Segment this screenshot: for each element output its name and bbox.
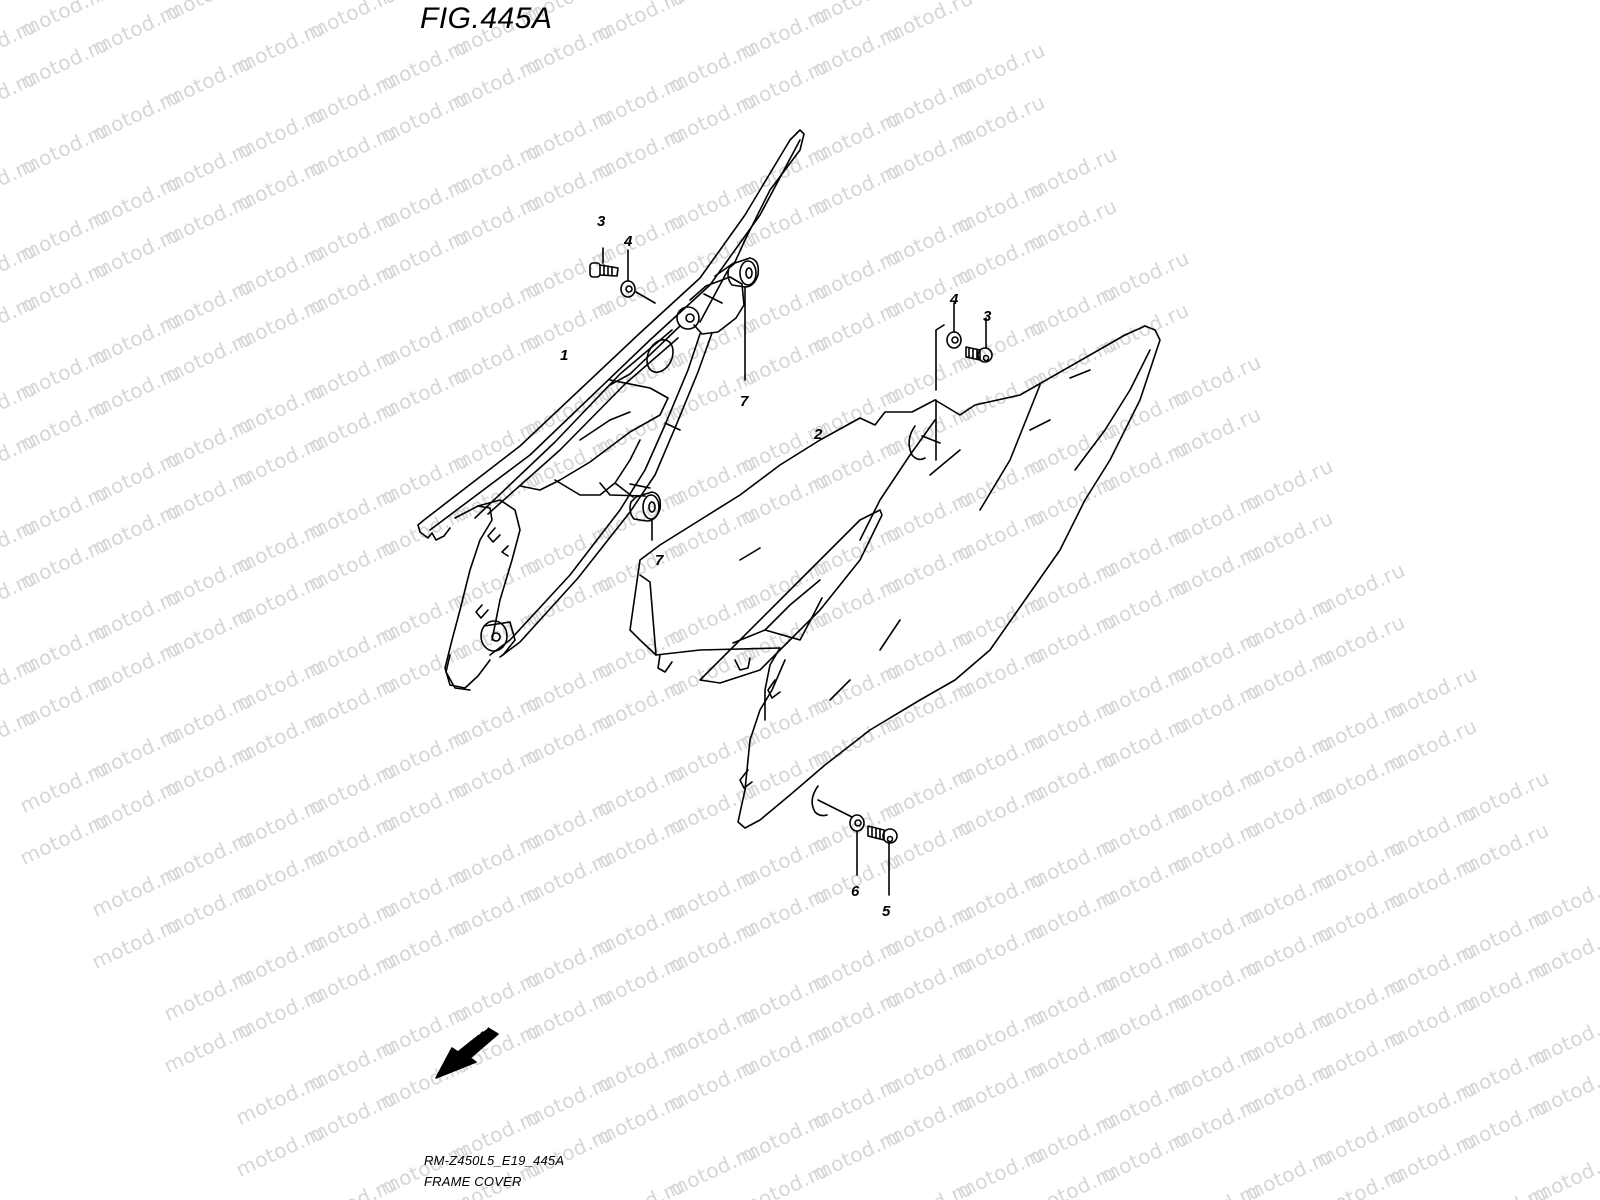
callout-4-upper: 4 [624, 233, 633, 250]
bolt-3-right [965, 317, 993, 363]
washer-4-upper [620, 249, 656, 304]
callout-7-lower: 7 [655, 552, 664, 569]
figure-title: FIG.445A [420, 2, 553, 35]
callout-2: 2 [814, 426, 823, 443]
callout-1: 1 [560, 347, 569, 364]
callout-5: 5 [882, 903, 891, 920]
bolt-3-upper [589, 247, 619, 278]
washer-4-right [946, 302, 962, 349]
washer-6 [849, 814, 865, 876]
callout-7-upper: 7 [740, 393, 749, 410]
callout-3-right: 3 [983, 308, 992, 325]
side-cover-part-2 [629, 324, 1161, 829]
callout-3-upper: 3 [597, 213, 606, 230]
cushion-7-lower [614, 482, 662, 541]
fwd-arrow-icon [435, 1027, 499, 1079]
cushion-7-upper [699, 257, 760, 381]
callout-4-right: 4 [950, 291, 959, 308]
frame-cover-part-1 [417, 129, 805, 691]
bolt-5 [867, 825, 898, 896]
callout-6: 6 [851, 883, 860, 900]
section-name: FRAME COVER [424, 1174, 522, 1189]
model-code: RM-Z450L5_E19_445A [424, 1153, 565, 1168]
